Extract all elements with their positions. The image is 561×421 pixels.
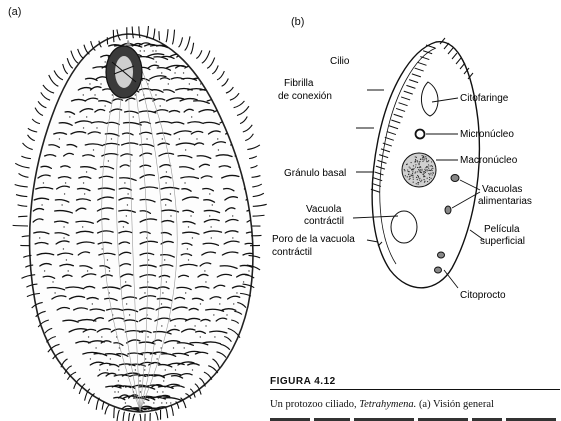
micronucleus bbox=[416, 130, 425, 139]
oral-apparatus bbox=[106, 46, 142, 98]
label-pelicula: Película bbox=[484, 224, 520, 235]
label-citoprocto: Citoprocto bbox=[460, 290, 506, 301]
label-alimentarias: alimentarias bbox=[478, 196, 532, 207]
food-vacuole-4 bbox=[435, 267, 442, 273]
caption-prefix: Un protozoo ciliado, bbox=[270, 399, 359, 410]
tetrahymena-overview-illustration bbox=[0, 26, 270, 421]
caption-suffix: (a) Visión general bbox=[416, 399, 494, 410]
label-poro-contractil: contráctil bbox=[272, 247, 312, 258]
label-superficial: superficial bbox=[480, 236, 525, 247]
cell-outline bbox=[30, 34, 253, 412]
label-de-conexion: de conexión bbox=[278, 91, 332, 102]
panel-a-label: (a) bbox=[8, 6, 21, 18]
caption-species: Tetrahymena. bbox=[359, 399, 416, 410]
label-micronucleo: Micronúcleo bbox=[460, 129, 514, 140]
label-macronucleo: Macronúcleo bbox=[460, 155, 518, 166]
food-vacuole-1 bbox=[451, 175, 459, 182]
food-vacuole-3 bbox=[438, 252, 445, 258]
food-vacuole-2 bbox=[445, 206, 451, 214]
label-granulo-basal: Gránulo basal bbox=[284, 168, 346, 179]
tetrahymena-section-diagram: Cilio Fibrilla de conexión Gránulo basal… bbox=[270, 30, 561, 360]
label-vacuolas: Vacuolas bbox=[482, 184, 522, 195]
caption-next-line-cut bbox=[270, 413, 561, 421]
label-cilio: Cilio bbox=[330, 56, 350, 67]
label-poro: Poro de la vacuola bbox=[272, 234, 355, 245]
label-citofaringe: Citofaringe bbox=[460, 93, 509, 104]
figure-title-rule bbox=[270, 389, 560, 390]
label-contractil: contráctil bbox=[304, 216, 344, 227]
figure-caption: Un protozoo ciliado, Tetrahymena. (a) Vi… bbox=[270, 398, 561, 411]
figure-title: FIGURA 4.12 bbox=[270, 376, 336, 387]
label-vacuola: Vacuola bbox=[306, 204, 342, 215]
panel-b-label: (b) bbox=[291, 16, 304, 28]
label-fibrilla: Fibrilla bbox=[284, 78, 314, 89]
